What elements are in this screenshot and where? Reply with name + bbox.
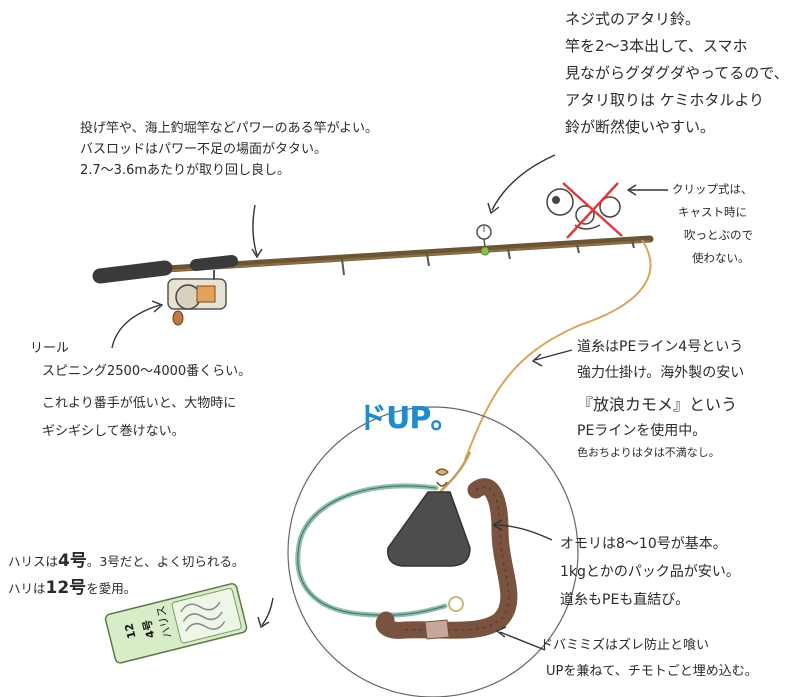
leader-prefix: ハリスは <box>8 554 59 569</box>
reel-note-line: ギシギシして巻けない。 <box>42 424 185 439</box>
clip-note-line: 吹っとぶので <box>684 228 753 242</box>
bell-note-line: 竿を2〜3本出して、スマホ <box>565 37 748 55</box>
rod-note-line: 2.7〜3.6mあたりが取り回し良し。 <box>80 163 291 178</box>
hook-prefix: ハリは <box>8 581 46 596</box>
rod-note-line: バスロッドはパワー不足の場面がタタい。 <box>80 142 328 157</box>
reel-note-line: スピニング2500〜4000番くらい。 <box>42 364 252 379</box>
spinning-reel <box>167 270 227 326</box>
mainline-note-line: 道糸はPEライン4号という <box>577 339 744 355</box>
rod-butt-grip <box>92 260 173 284</box>
bell-note-line: ネジ式のアタリ鈴。 <box>565 10 701 28</box>
hook-size: 12号 <box>45 578 87 598</box>
clip-note: クリップ式は、 キャスト時に 吹っとぶので 使わない。 <box>672 178 753 270</box>
bell-note-line: アタリ取りは ケミホタルより <box>565 91 765 109</box>
weight-note: オモリは8〜10号が基本。 1kgとかのパック品が安い。 道糸もPEも直結び。 <box>560 530 740 614</box>
rod-guides <box>341 240 635 276</box>
worm-note: ドバミミズはズレ防止と喰い UPを兼ねて、チモトごと埋め込む。 <box>540 633 758 685</box>
leader-size: 4号 <box>58 551 87 571</box>
leader-note: ハリスは4号。3号だと、よく切られる。 ハリは12号を愛用。 <box>8 548 244 602</box>
reel-note-title: リール <box>30 341 70 356</box>
rod-fore-grip <box>190 255 238 271</box>
weight-note-line: 道糸もPEも直結び。 <box>560 592 690 608</box>
hook-note-line: ハリは12号を愛用。 <box>8 575 244 602</box>
clip-note-line: 使わない。 <box>692 251 750 265</box>
leader-suffix: 。3号だと、よく切られる。 <box>86 554 245 569</box>
mainline-note: 道糸はPEライン4号という 強力仕掛け。海外製の安い 『放浪カモメ』という PE… <box>577 334 744 464</box>
reel-note-line: これより番手が低いと、大物時に <box>42 396 237 411</box>
main-line <box>464 239 652 461</box>
mainline-note-line: 強力仕掛け。海外製の安い <box>577 365 745 381</box>
mainline-note-line: 色おちよりはタは不満なし。 <box>577 446 720 459</box>
leader-note-line: ハリスは4号。3号だと、よく切られる。 <box>8 548 244 575</box>
bite-bell <box>476 224 492 256</box>
clip-note-line: キャスト時に <box>678 205 747 219</box>
sinker-weight <box>387 491 471 567</box>
mainline-note-line: PEラインを使用中。 <box>577 423 707 439</box>
weight-note-line: オモリは8〜10号が基本。 <box>560 536 727 552</box>
bell-note: ネジ式のアタリ鈴。 竿を2〜3本出して、スマホ 見ながらグダグダやってるので、 … <box>565 6 789 141</box>
zoom-title: ドUP。 <box>357 401 460 436</box>
hook-suffix: を愛用。 <box>86 581 137 596</box>
bell-note-line: 鈴が断然使いやすい。 <box>565 118 716 136</box>
worm-note-line: ドバミミズはズレ防止と喰い <box>540 638 710 653</box>
worm-note-line: UPを兼ねて、チモトごと埋め込む。 <box>546 664 758 679</box>
rod-note: 投げ竿や、海上釣堀竿などパワーのある竿がよい。 バスロッドはパワー不足の場面がタ… <box>80 118 378 181</box>
weight-note-line: 1kgとかのパック品が安い。 <box>560 564 740 580</box>
rod-note-line: 投げ竿や、海上釣堀竿などパワーのある竿がよい。 <box>80 121 378 136</box>
pointer-arrows <box>111 154 668 651</box>
zoom-circle <box>287 406 579 697</box>
mainline-note-line: 『放浪カモメ』という <box>577 395 738 414</box>
earthworm-bait <box>375 478 518 639</box>
hook-package <box>104 583 248 664</box>
bell-note-line: 見ながらグダグダやってるので、 <box>565 64 789 82</box>
clip-note-line: クリップ式は、 <box>672 182 753 196</box>
reel-note: リール スピニング2500〜4000番くらい。 これより番手が低いと、大物時に … <box>30 338 251 446</box>
clip-bell-crossed <box>546 182 623 239</box>
fishing-rod <box>92 235 654 284</box>
